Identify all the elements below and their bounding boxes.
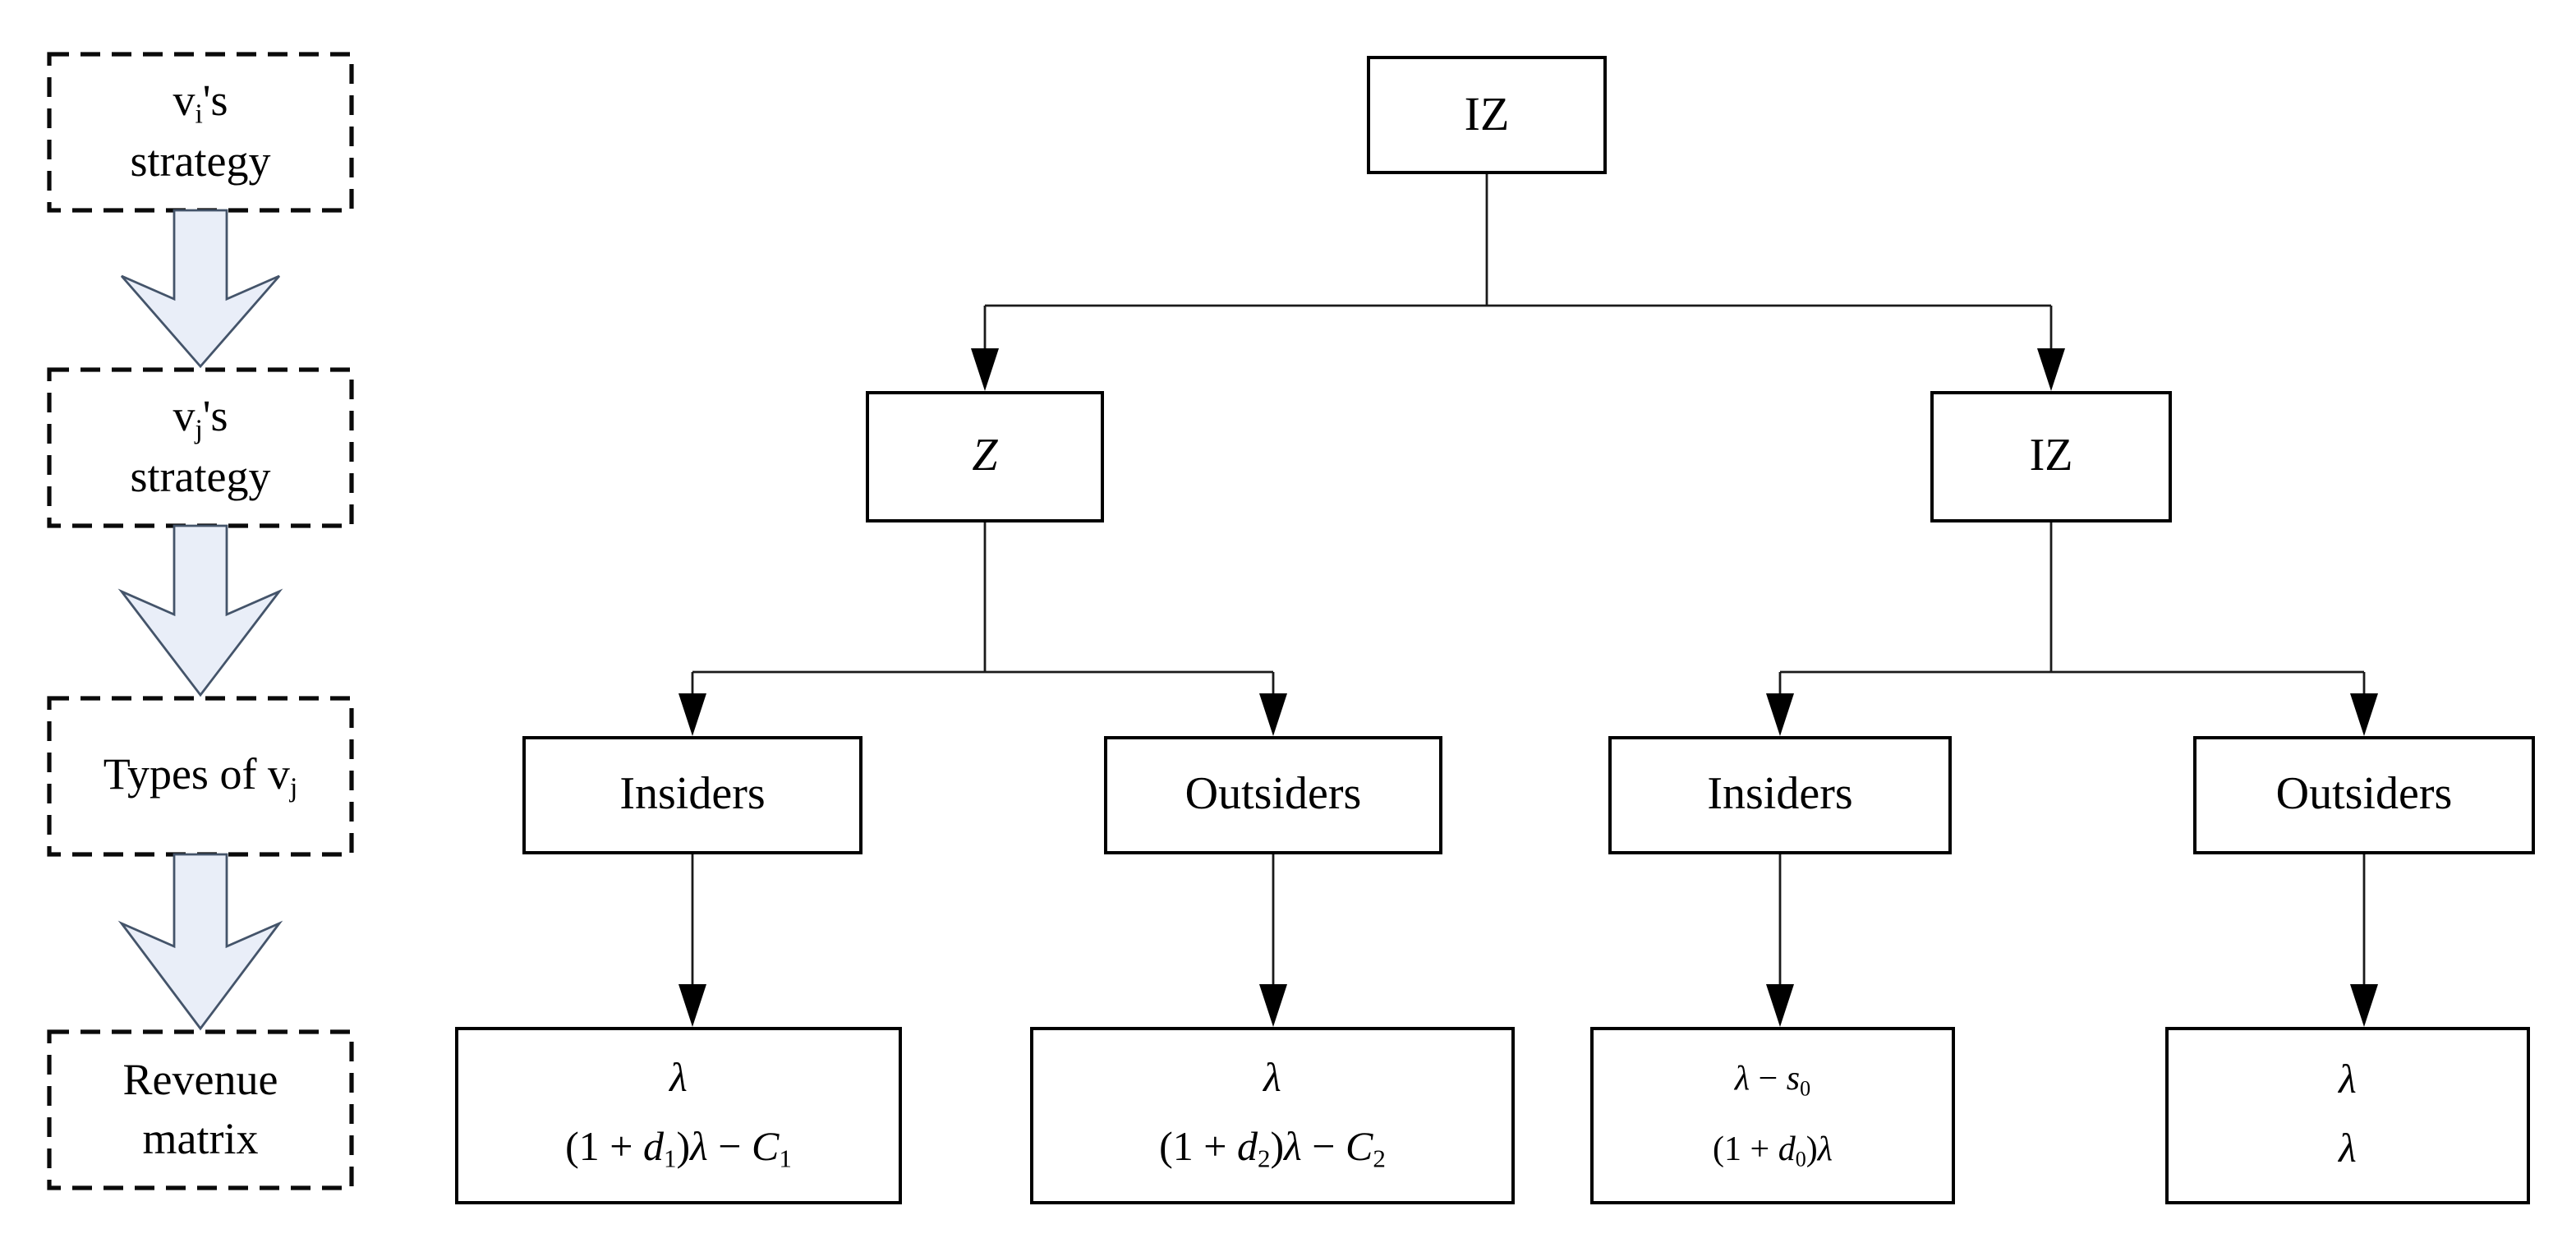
tree-node-label: IZ: [1464, 88, 1510, 140]
block-down-arrow-icon: [117, 853, 283, 1031]
tree-node-label: Z: [972, 430, 998, 481]
arrowhead-icon: [1766, 984, 1794, 1027]
pipeline-box-types-of-vj: Types of vj: [103, 749, 298, 803]
tree-node-label: Outsiders: [2275, 769, 2453, 820]
arrowhead-icon: [2037, 348, 2065, 391]
tree-node-insiders-1: Insiders: [522, 736, 862, 854]
arrowhead-icon: [1259, 693, 1287, 736]
block-down-arrow-icon: [120, 209, 281, 369]
arrowhead-icon: [971, 348, 999, 391]
tree-node-z: Z: [866, 391, 1104, 522]
payoff-box-iz-insiders: λ − s0(1 + d0)λ: [1590, 1027, 1955, 1204]
arrowhead-icon: [2350, 984, 2378, 1027]
tree-node-root-iz: IZ: [1367, 56, 1607, 174]
dashed-box-border-revenue-matrix: [47, 1029, 354, 1190]
tree-node-label: IZ: [2029, 430, 2073, 481]
tree-node-iz: IZ: [1930, 391, 2172, 522]
arrowhead-icon: [678, 693, 706, 736]
arrowhead-icon: [1259, 984, 1287, 1027]
tree-node-label: Insiders: [1707, 769, 1853, 820]
block-down-arrow-icon: [117, 524, 283, 697]
tree-node-insiders-2: Insiders: [1608, 736, 1952, 854]
payoff-box-z-outsiders: λ(1 + d2)λ − C2: [1030, 1027, 1515, 1204]
arrowhead-icon: [1766, 693, 1794, 736]
tree-node-label: Insiders: [619, 769, 766, 820]
arrowhead-icon: [678, 984, 706, 1027]
tree-node-label: Outsiders: [1184, 769, 1362, 820]
payoff-box-z-insiders: λ(1 + d1)λ − C1: [455, 1027, 902, 1204]
tree-node-outsiders-1: Outsiders: [1104, 736, 1442, 854]
arrowhead-icon: [2350, 693, 2378, 736]
tree-node-outsiders-2: Outsiders: [2193, 736, 2535, 854]
